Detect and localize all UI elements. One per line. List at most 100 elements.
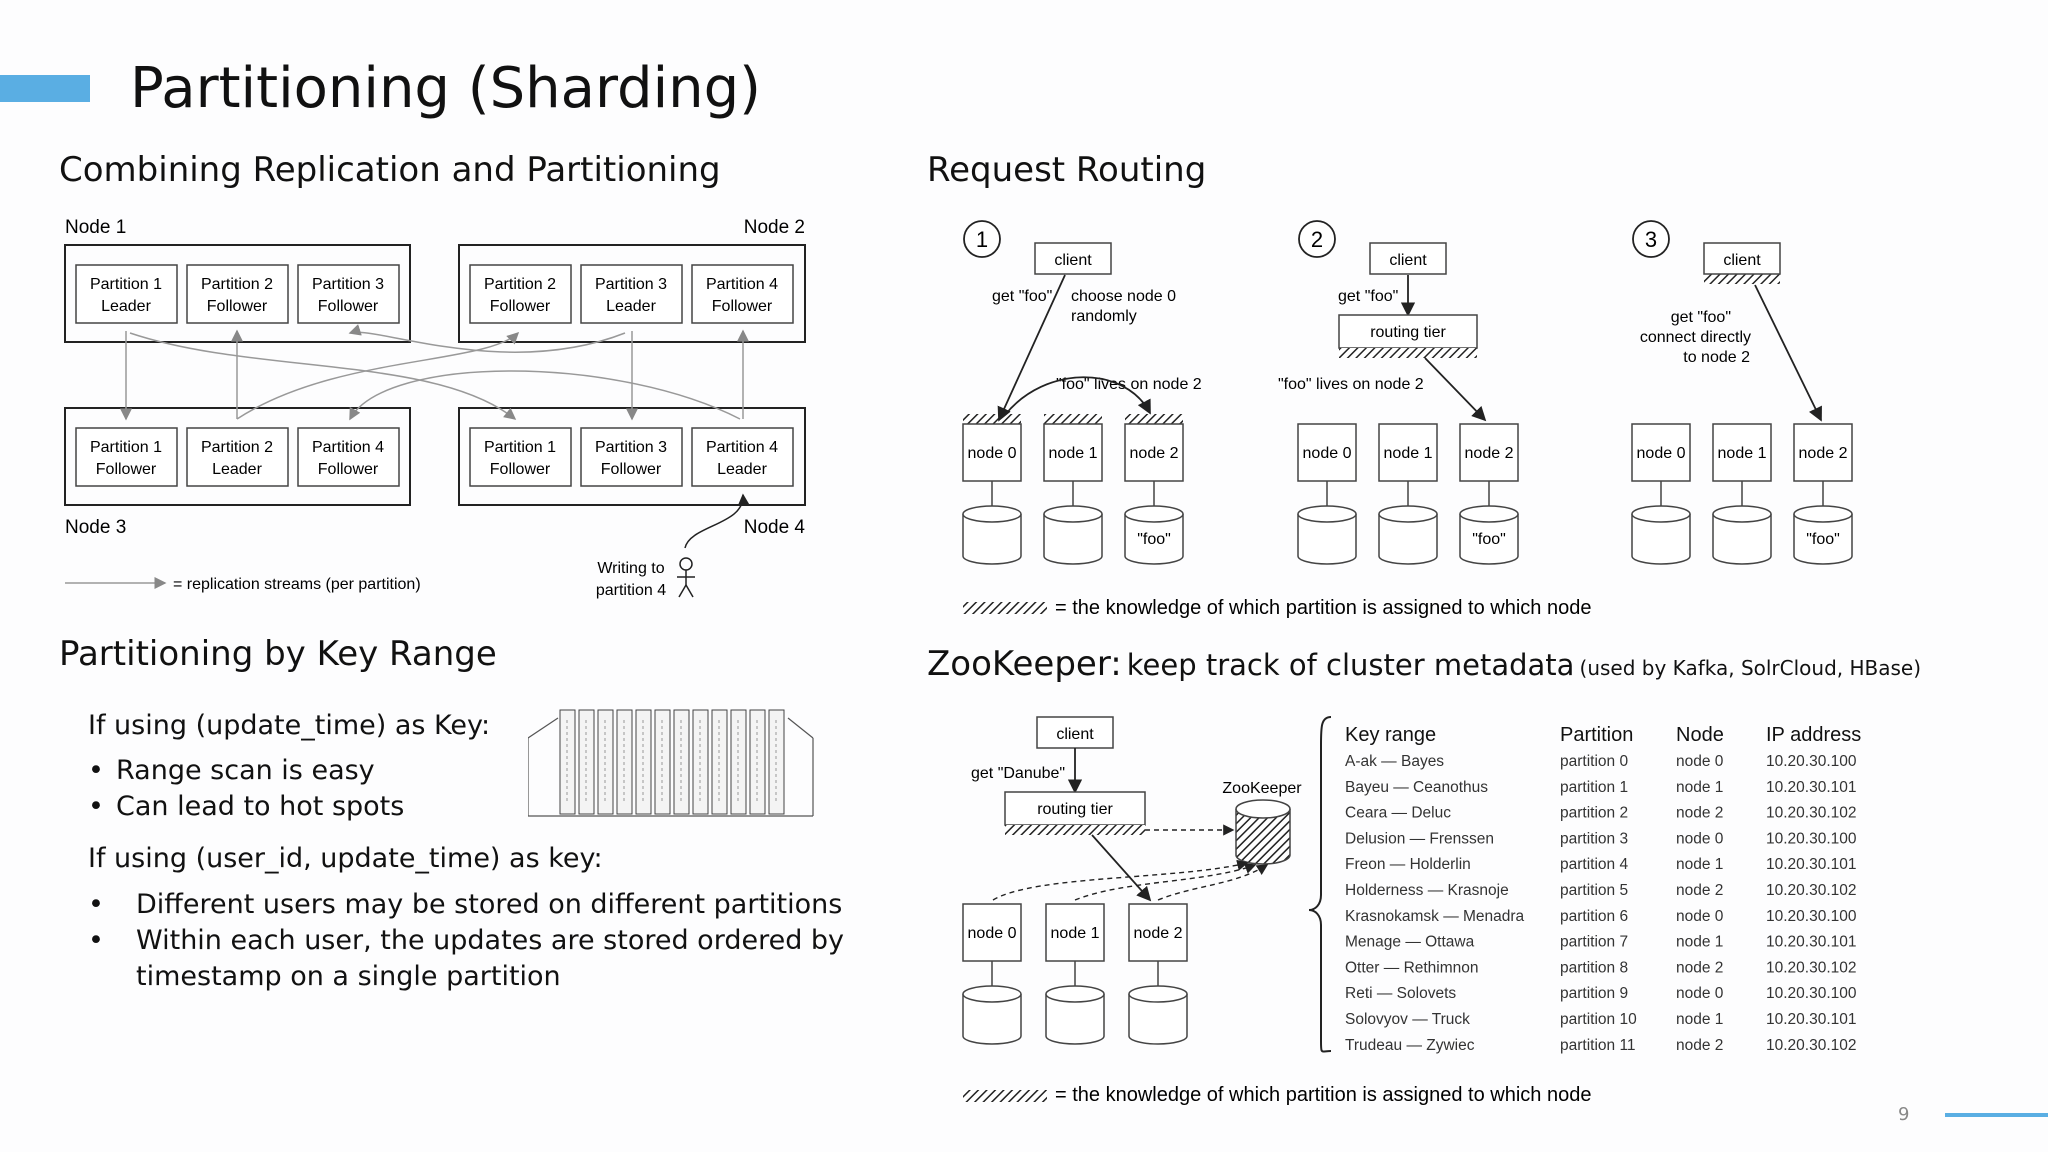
routing-step2-node1-label: node 1 xyxy=(1384,445,1433,462)
zk-table-cell-0-2: node 0 xyxy=(1676,753,1724,770)
zk-table-cell-1-2: node 1 xyxy=(1676,779,1723,796)
routing-legend: = the knowledge of which partition is as… xyxy=(1055,597,1591,619)
writing-line2: partition 4 xyxy=(596,582,666,599)
zk-table-cell-0-1: partition 0 xyxy=(1560,753,1628,770)
replication-diagram: Node 1 Node 2 Node 3 Node 4 Partition 1L… xyxy=(64,217,806,599)
node4-partition-1-box xyxy=(469,427,572,487)
node1-partition-3-role: Follower xyxy=(318,298,379,315)
zk-table-cell-5-3: 10.20.30.102 xyxy=(1766,882,1857,899)
zk-table-cell-8-3: 10.20.30.102 xyxy=(1766,959,1857,976)
zk-table-cell-9-0: Reti — Solovets xyxy=(1345,985,1456,1002)
zk-table-cell-2-0: Ceara — Deluc xyxy=(1345,805,1451,822)
zk-table-header-2: Node xyxy=(1676,724,1724,746)
zk-client-box xyxy=(1036,716,1114,749)
routing-step3-node2-db xyxy=(1793,514,1853,565)
zookeeper-heading-rest: keep track of cluster metadata xyxy=(1126,648,1575,682)
node4-label: Node 4 xyxy=(744,517,806,538)
zk-table-cell-7-3: 10.20.30.101 xyxy=(1766,934,1857,951)
routing-step3-node1-db xyxy=(1712,514,1772,565)
zk-node2-label: node 2 xyxy=(1134,925,1183,942)
keyrange-case1-heading: If using (update_time) as Key: xyxy=(88,710,491,741)
zk-table-cell-3-0: Delusion — Frenssen xyxy=(1345,830,1494,847)
node3-label: Node 3 xyxy=(65,517,126,538)
routing-legend-hatch xyxy=(963,602,1047,614)
node1-partition-1-name: Partition 1 xyxy=(90,276,162,293)
routing-step1-client-label: client xyxy=(1054,252,1092,269)
node2-partition-3-box xyxy=(691,264,794,324)
routing-step3-node0-db xyxy=(1631,514,1691,565)
zk-table-cell-9-3: 10.20.30.100 xyxy=(1766,985,1857,1002)
routing-step1-node1-hatch xyxy=(1044,414,1102,424)
zk-table-cell-11-1: partition 11 xyxy=(1560,1037,1636,1054)
routing-step2-node2-label: node 2 xyxy=(1465,445,1514,462)
routing-step1-get: get "foo" xyxy=(992,288,1052,305)
keyrange-case1-bullet-2-text: Can lead to hot spots xyxy=(116,791,405,822)
zk-table-cell-7-1: partition 7 xyxy=(1560,934,1628,951)
keyrange-case2-heading: If using (user_id, update_time) as key: xyxy=(88,843,603,874)
zk-table-cell-11-0: Trudeau — Zywiec xyxy=(1345,1037,1475,1054)
zk-tier-label: routing tier xyxy=(1037,801,1113,818)
zk-table-cell-4-0: Freon — Holderlin xyxy=(1345,856,1471,873)
zk-table-header-0: Key range xyxy=(1345,724,1436,746)
node3-partition-1-name: Partition 1 xyxy=(90,439,162,456)
zk-table-cell-0-3: 10.20.30.100 xyxy=(1766,753,1857,770)
zk-cylinder xyxy=(1235,809,1291,865)
zk-brace xyxy=(1308,716,1332,1053)
node3-partition-3-name: Partition 4 xyxy=(312,439,384,456)
keyrange-case1-bullet-1: •Range scan is easy xyxy=(88,755,375,786)
zk-table-cell-2-2: node 2 xyxy=(1676,805,1723,822)
routing-step2-client-label: client xyxy=(1389,252,1427,269)
zk-table-cell-2-3: 10.20.30.102 xyxy=(1766,805,1857,822)
keyrange-case2-bullet-2-text: Within each user, the updates are stored… xyxy=(136,925,845,956)
zk-node1-box xyxy=(1045,903,1105,962)
routing-step2-lives: "foo" lives on node 2 xyxy=(1278,376,1424,393)
node2-partition-2-box xyxy=(580,264,683,324)
routing-step1-node0-box xyxy=(962,423,1022,482)
routing-step1-node2-foo: "foo" xyxy=(1137,531,1171,548)
zk-table-cell-1-1: partition 1 xyxy=(1560,779,1628,796)
keyrange-case2-bullet-1: •Different users may be stored on differ… xyxy=(88,889,843,920)
routing-step1-badge xyxy=(963,220,1001,258)
page-number: 9 xyxy=(1898,1104,1910,1125)
section-heading-zookeeper: ZooKeeper: keep track of cluster metadat… xyxy=(927,644,1921,684)
routing-step2-client-box xyxy=(1369,242,1447,275)
zk-table-cell-5-0: Holderness — Krasnoje xyxy=(1345,882,1509,899)
keyrange-case2-bullet-2-cont: timestamp on a single partition xyxy=(136,961,561,992)
zk-table-cell-3-2: node 0 xyxy=(1676,830,1724,847)
routing-step1-choose-1: choose node 0 xyxy=(1071,288,1176,305)
routing-step2-tier-label: routing tier xyxy=(1370,324,1446,341)
node1-label: Node 1 xyxy=(65,217,126,238)
node3-partition-2-name: Partition 2 xyxy=(201,439,273,456)
zk-legend-hatch xyxy=(963,1090,1047,1102)
zk-node0-box xyxy=(962,903,1022,962)
routing-step3-line1: get "foo" xyxy=(1671,309,1731,326)
routing-step3-client-label: client xyxy=(1723,252,1761,269)
routing-step3-badge xyxy=(1632,220,1670,258)
routing-step1-node0-hatch xyxy=(963,414,1021,424)
accent-bar xyxy=(0,75,90,102)
zk-table-cell-10-3: 10.20.30.101 xyxy=(1766,1011,1857,1028)
node4-partition-2-box xyxy=(580,427,683,487)
section-heading-keyrange: Partitioning by Key Range xyxy=(59,634,497,674)
node2-partition-3-role: Follower xyxy=(712,298,773,315)
node1-partition-2-name: Partition 2 xyxy=(201,276,273,293)
routing-step3-node2-foo: "foo" xyxy=(1806,531,1840,548)
routing-step1-node2-hatch xyxy=(1125,414,1183,424)
zk-table-cell-4-1: partition 4 xyxy=(1560,856,1628,873)
routing-step1-node0-label: node 0 xyxy=(968,445,1017,462)
routing-step3-client-hatch xyxy=(1704,274,1780,284)
zk-node0-db xyxy=(962,994,1022,1045)
routing-step3-number: 3 xyxy=(1645,227,1657,252)
node3-partition-1-role: Follower xyxy=(96,461,157,478)
node2-partition-1-name: Partition 2 xyxy=(484,276,556,293)
routing-step1-node1-db xyxy=(1043,514,1103,565)
node2-partition-3-name: Partition 4 xyxy=(706,276,778,293)
keyrange-case2-bullet-2: •Within each user, the updates are store… xyxy=(88,925,845,956)
zk-tier-box xyxy=(1004,791,1146,826)
node2-partition-2-role: Leader xyxy=(606,298,656,315)
zk-table-cell-6-2: node 0 xyxy=(1676,908,1724,925)
zk-table-cell-11-2: node 2 xyxy=(1676,1037,1723,1054)
zk-table-cell-4-2: node 1 xyxy=(1676,856,1723,873)
routing-step2-get: get "foo" xyxy=(1338,288,1398,305)
